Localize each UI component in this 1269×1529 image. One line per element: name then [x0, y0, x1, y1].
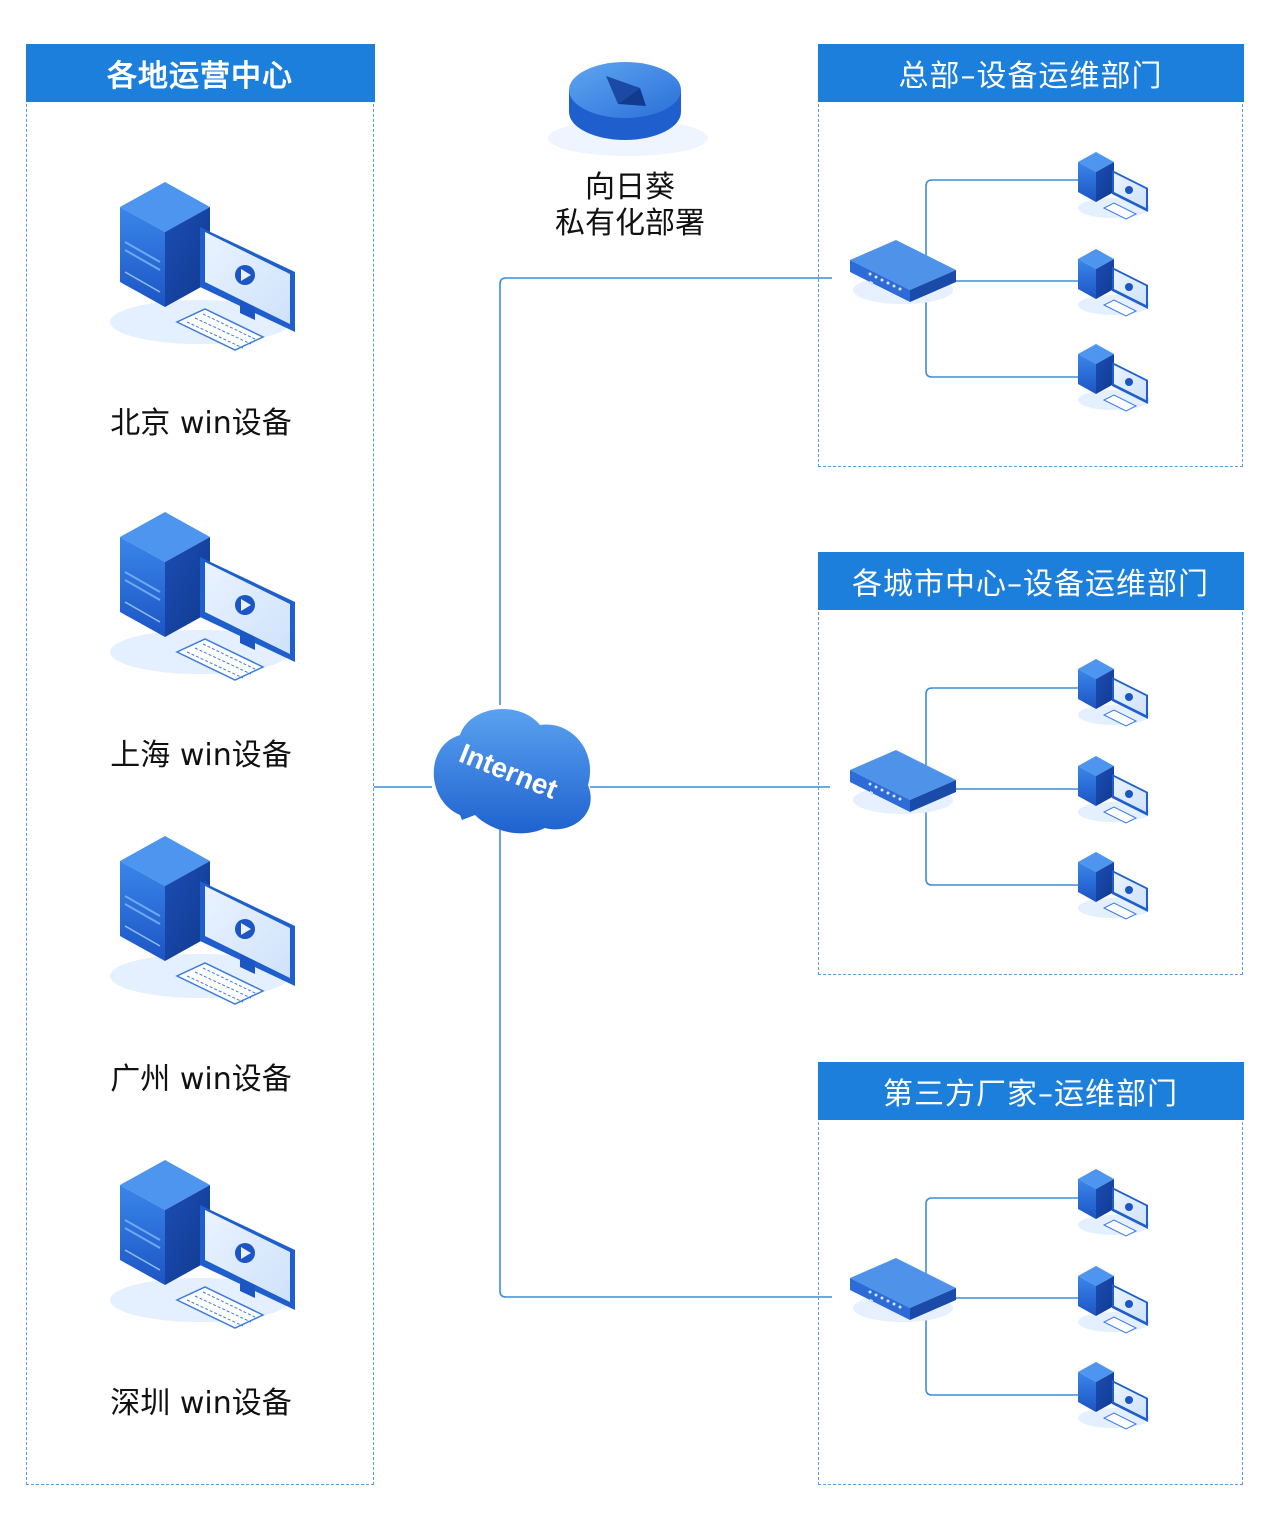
left-panel: 各地运营中心 北京 win设备 上海 win设备 广州 win设备 深圳 win… [25, 44, 375, 1485]
cloud-icon: Internet [433, 708, 591, 834]
right-panel-headquarters: 总部–设备运维部门 [817, 44, 1244, 467]
connection-lines [374, 179, 1080, 1396]
headquarters-title: 总部–设备运维部门 [817, 44, 1244, 102]
device-label-shenzhen: 深圳 win设备 [110, 1386, 292, 1421]
device-label-guangzhou: 广州 win设备 [110, 1062, 292, 1097]
left-panel-title: 各地运营中心 [25, 44, 375, 102]
device-label-beijing: 北京 win设备 [110, 406, 292, 441]
right-panel-city-center: 各城市中心–设备运维部门 [817, 552, 1244, 975]
device-label-shanghai: 上海 win设备 [110, 738, 292, 773]
link-headquarters [499, 277, 832, 705]
third-party-title: 第三方厂家–运维部门 [817, 1062, 1244, 1120]
service-label: 向日葵 私有化部署 [520, 170, 740, 242]
right-panel-third-party: 第三方厂家–运维部门 [817, 1062, 1244, 1485]
service-label-line1: 向日葵 [585, 170, 675, 205]
link-third-party [499, 830, 832, 1298]
city-center-title: 各城市中心–设备运维部门 [817, 552, 1244, 610]
service-label-line2: 私有化部署 [555, 206, 705, 241]
sunlogin-logo-icon [548, 62, 708, 156]
